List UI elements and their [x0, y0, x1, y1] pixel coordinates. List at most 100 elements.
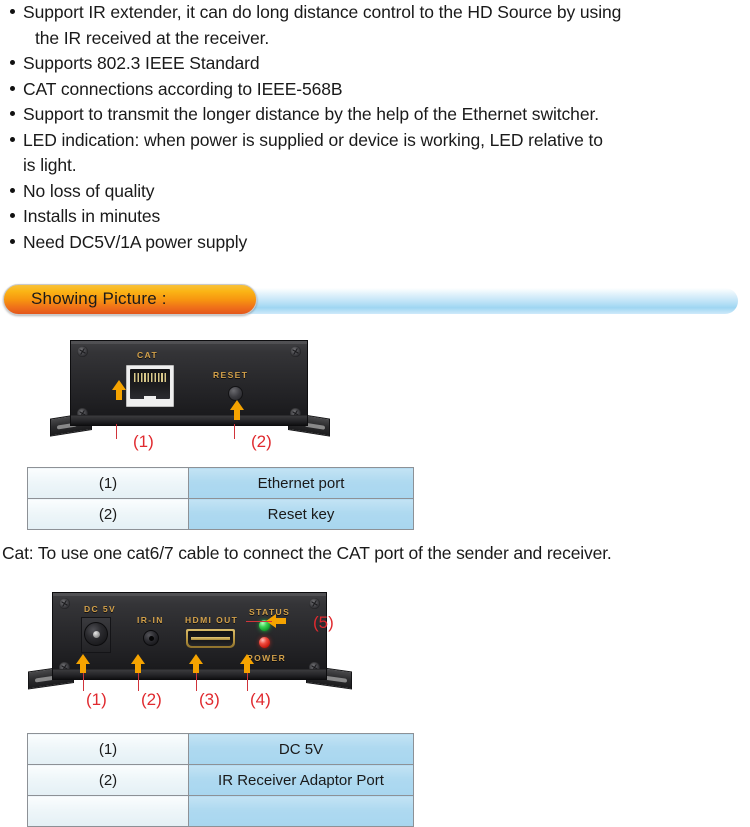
- bullet-icon: [10, 111, 15, 116]
- screw-icon: [290, 346, 301, 357]
- callout-lead-2: [138, 673, 139, 691]
- callout-arrow-4-stem: [244, 663, 250, 673]
- callout-lead-1: [83, 673, 84, 691]
- hdmi-out-port: [186, 629, 235, 648]
- mount-slot: [325, 675, 347, 683]
- receiver-port-table: (1) DC 5V (2) IR Receiver Adaptor Port: [27, 733, 414, 827]
- port-label-reset: RESET: [213, 370, 249, 380]
- screw-icon: [59, 598, 70, 609]
- list-item: No loss of quality: [0, 179, 750, 205]
- callout-lead-4: [247, 673, 248, 691]
- table-row: [27, 795, 414, 827]
- sender-front-panel: CAT RESET: [70, 340, 308, 426]
- callout-arrow-5-stem: [276, 618, 286, 624]
- bullet-icon: [10, 136, 15, 142]
- callout-arrow-3-icon: [189, 654, 203, 664]
- callout-number-2: (2): [141, 690, 162, 709]
- callout-lead-3: [196, 673, 197, 691]
- cat-cable-note: Cat: To use one cat6/7 cable to connect …: [2, 543, 612, 563]
- port-label-status: STATUS: [249, 607, 291, 617]
- panel-bottom-lip: [71, 415, 307, 425]
- callout-arrow-4-icon: [240, 654, 254, 664]
- bullet-icon: [10, 238, 15, 244]
- feature-text-line1: Support to transmit the longer distance …: [23, 104, 599, 124]
- dc-5v-power-port: [84, 622, 108, 646]
- hdmi-mouth: [188, 631, 233, 646]
- feature-text-line1: No loss of quality: [23, 180, 155, 201]
- screw-icon: [290, 408, 301, 419]
- table-cell-value: Ethernet port: [188, 467, 414, 499]
- callout-arrow-1-icon: [76, 654, 90, 664]
- callout-number-1: (1): [133, 432, 154, 451]
- feature-text-line1: Support IR extender, it can do long dist…: [23, 2, 622, 22]
- port-label-dc5v: DC 5V: [84, 604, 117, 614]
- callout-lead-2: [234, 424, 235, 439]
- table-cell-value: IR Receiver Adaptor Port: [188, 764, 414, 796]
- table-row: (1) DC 5V: [27, 733, 414, 765]
- callout-number-5: (5): [313, 613, 334, 632]
- hdmi-tongue: [191, 637, 230, 640]
- list-item: Need DC5V/1A power supply: [0, 230, 750, 256]
- callout-lead-5: [246, 621, 272, 622]
- callout-arrow-1-stem: [80, 663, 86, 673]
- screw-icon: [309, 598, 320, 609]
- table-cell-key: (1): [27, 733, 189, 765]
- screw-icon: [309, 662, 320, 673]
- feature-text-line2: is light.: [23, 155, 77, 175]
- table-cell-key: (2): [27, 764, 189, 796]
- port-label-ir-in: IR-IN: [137, 615, 164, 625]
- callout-arrow-3-stem: [193, 663, 199, 673]
- sender-port-table: (1) Ethernet port (2) Reset key: [27, 467, 414, 530]
- feature-list: Support IR extender, it can do long dist…: [0, 0, 750, 255]
- callout-arrow-2-stem: [135, 663, 141, 673]
- rj45-pins: [134, 373, 166, 382]
- feature-text-line1: LED indication: when power is supplied o…: [23, 129, 603, 150]
- table-cell-value: [188, 795, 414, 827]
- status-led-indicator: [259, 620, 270, 631]
- callout-arrow-2-icon: [131, 654, 145, 664]
- bullet-icon: [10, 187, 15, 193]
- port-label-power: POWER: [247, 653, 287, 663]
- banner-orange-pill: Showing Picture :: [3, 284, 257, 315]
- table-cell-key: [27, 795, 189, 827]
- feature-text-line2: the IR received at the receiver.: [35, 27, 270, 48]
- list-item: Supports 802.3 IEEE Standard: [0, 51, 750, 77]
- table-cell-key: (1): [27, 467, 189, 499]
- callout-arrow-2-stem: [234, 409, 240, 420]
- bullet-icon: [10, 85, 15, 91]
- table-row: (2) IR Receiver Adaptor Port: [27, 764, 414, 796]
- rj45-notch: [144, 396, 156, 404]
- table-row: (2) Reset key: [27, 498, 414, 530]
- table-row: (1) Ethernet port: [27, 467, 414, 499]
- screw-icon: [59, 662, 70, 673]
- callout-number-2: (2): [251, 432, 272, 451]
- receiver-front-panel: DC 5V IR-IN HDMI OUT STATUS POWER: [52, 592, 327, 680]
- bullet-icon: [10, 60, 15, 65]
- sender-device-photo: CAT RESET: [40, 336, 340, 448]
- ir-in-port: [143, 630, 159, 646]
- port-label-cat: CAT: [137, 350, 159, 360]
- list-item: LED indication: when power is supplied o…: [0, 128, 750, 179]
- list-item: CAT connections according to IEEE-568B: [0, 77, 750, 103]
- port-label-hdmi-out: HDMI OUT: [185, 615, 239, 625]
- screw-icon: [77, 408, 88, 419]
- dc-jack-pin: [92, 630, 100, 638]
- power-led-indicator: [259, 637, 270, 648]
- callout-arrow-1-icon: [112, 380, 126, 390]
- callout-arrow-2-icon: [230, 400, 244, 410]
- bullet-icon: [10, 213, 15, 218]
- panel-bottom-lip: [53, 669, 326, 679]
- screw-icon: [77, 346, 88, 357]
- reset-button[interactable]: [228, 386, 243, 401]
- rj45-inner: [130, 369, 170, 399]
- banner-label: Showing Picture :: [31, 289, 167, 308]
- feature-text-line1: Installs in minutes: [23, 206, 161, 226]
- list-item: Support IR extender, it can do long dist…: [0, 0, 750, 51]
- table-cell-value: DC 5V: [188, 733, 414, 765]
- callout-number-1: (1): [86, 690, 107, 709]
- table-cell-key: (2): [27, 498, 189, 530]
- feature-text-line1: Supports 802.3 IEEE Standard: [23, 53, 260, 73]
- showing-picture-banner: Showing Picture :: [0, 284, 750, 320]
- table-cell-value: Reset key: [188, 498, 414, 530]
- bullet-icon: [10, 9, 15, 14]
